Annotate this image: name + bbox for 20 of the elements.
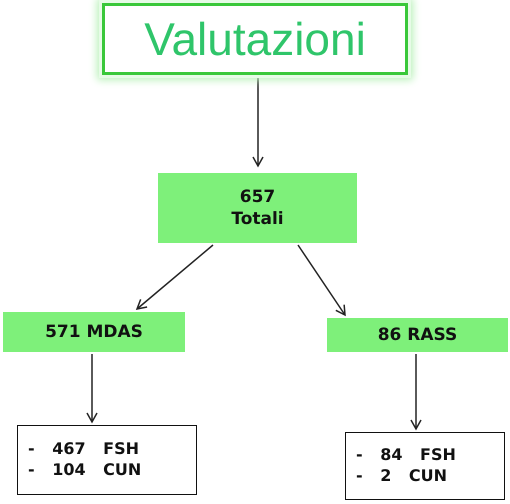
arrow bbox=[252, 78, 264, 167]
arrow bbox=[86, 354, 98, 423]
title-text: Valutazioni bbox=[144, 14, 366, 64]
arrow bbox=[297, 244, 346, 316]
node-text: - 84 FSH bbox=[356, 445, 456, 466]
arrow bbox=[410, 354, 422, 430]
list-box bbox=[345, 432, 505, 500]
arrow bbox=[136, 244, 214, 310]
process-box bbox=[327, 318, 508, 352]
node-text: 657 bbox=[240, 186, 276, 208]
node-text: - 104 CUN bbox=[28, 460, 142, 481]
node-text: - 2 CUN bbox=[356, 466, 448, 487]
node-text: 571 MDAS bbox=[45, 320, 143, 344]
node-text: 86 RASS bbox=[378, 324, 458, 346]
process-box bbox=[158, 173, 357, 243]
node-text: Totali bbox=[231, 208, 284, 230]
process-box bbox=[3, 312, 185, 352]
node-text: - 467 FSH bbox=[28, 439, 140, 460]
list-box bbox=[17, 425, 197, 495]
title-box bbox=[102, 3, 408, 75]
